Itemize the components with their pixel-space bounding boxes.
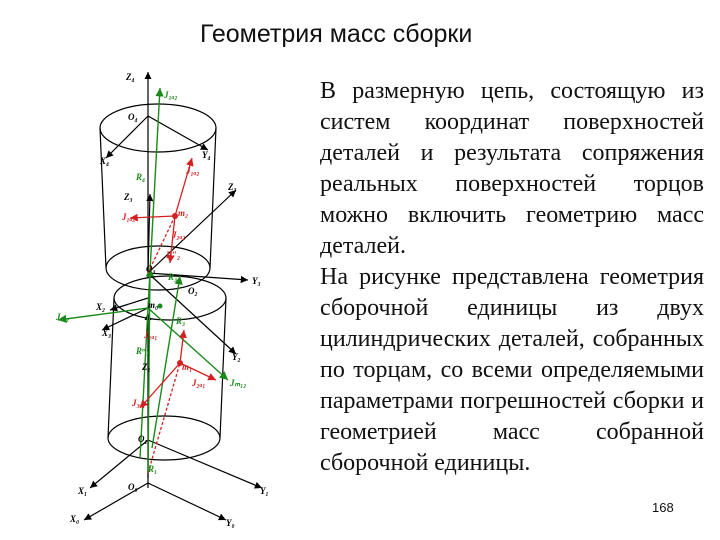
label-y3: Y₃ — [252, 276, 261, 286]
label-j2ca2: J₂ₐ₂ — [171, 230, 185, 240]
label-r4: R₄ — [135, 172, 145, 182]
slide-title: Геометрия масс сборки — [200, 20, 473, 48]
paragraph-1: В размерную цепь, состоящую из систем ко… — [320, 78, 704, 259]
label-j1ca2-red: J₁ₐ₂ — [185, 166, 199, 176]
label-x4: X₄ — [99, 156, 109, 166]
label-y0: Y₀ — [226, 518, 235, 528]
label-x1: X₁ — [77, 486, 87, 496]
assembly-mass-geometry-figure: Z₄ J₁ₐ₂ O₄ X₄ Y₄ R₄ J₁ₐ₂ Z₃ Z₃ m₂ J₁ₐ₂ J… — [40, 58, 320, 534]
label-j1ca2-left: J₁ₐ₂ — [121, 212, 135, 222]
green-principal-axes — [57, 87, 229, 474]
label-j3ca1: J₃ₐ₁ — [131, 398, 145, 408]
label-r1: R₁ — [147, 464, 157, 474]
label-z1: Z₁ — [141, 362, 151, 372]
label-y1: Y₁ — [260, 486, 269, 496]
label-x2: X₂ — [95, 302, 105, 312]
page-number: 168 — [652, 500, 674, 515]
label-m2: m₂ — [178, 208, 188, 218]
label-o2: O₂ — [188, 286, 198, 296]
red-inertia-axes — [129, 157, 217, 474]
label-o1: O₁ — [138, 434, 148, 444]
label-x0: X₀ — [69, 514, 79, 524]
coordinate-axes — [83, 72, 263, 521]
paragraph-2: На рисунке представлена геометрия сбороч… — [320, 264, 704, 476]
upper-cylinder — [99, 103, 217, 291]
label-r3-top: R₃ — [167, 272, 177, 282]
slide-body: В размерную цепь, состоящую из систем ко… — [320, 76, 704, 479]
label-j1ca2-top: J₁ₐ₂ — [163, 90, 177, 100]
label-y2: Y₂ — [232, 352, 241, 362]
label-r3: R₃ — [175, 316, 185, 326]
label-m1: m₁ — [182, 362, 192, 372]
mass-points — [157, 213, 183, 366]
label-z3-left: Z₃ — [123, 192, 133, 202]
label-y4: Y₄ — [202, 150, 211, 160]
label-o3: O₃ — [146, 264, 156, 274]
label-jm12: Jₘ₁₂ — [229, 378, 246, 388]
label-x3: X₃ — [101, 328, 111, 338]
label-o4: O₄ — [128, 112, 138, 122]
label-r1m: Rᵐ₁ — [135, 346, 149, 356]
label-m0: m₀ — [148, 300, 158, 310]
label-r2: R″₂ — [165, 250, 180, 260]
lower-cylinder — [107, 275, 227, 461]
label-o0: O₀ — [128, 482, 138, 492]
label-j1ca1: J₁ₐ₁ — [143, 330, 157, 340]
label-z3-right: Z₃ — [227, 182, 237, 192]
label-j2ca1: J₂ₐ₁ — [191, 378, 205, 388]
label-z4: Z₄ — [125, 72, 135, 82]
label-jm2: Jₘ₂ — [55, 312, 69, 322]
figure-labels: Z₄ J₁ₐ₂ O₄ X₄ Y₄ R₄ J₁ₐ₂ Z₃ Z₃ m₂ J₁ₐ₂ J… — [55, 72, 269, 528]
